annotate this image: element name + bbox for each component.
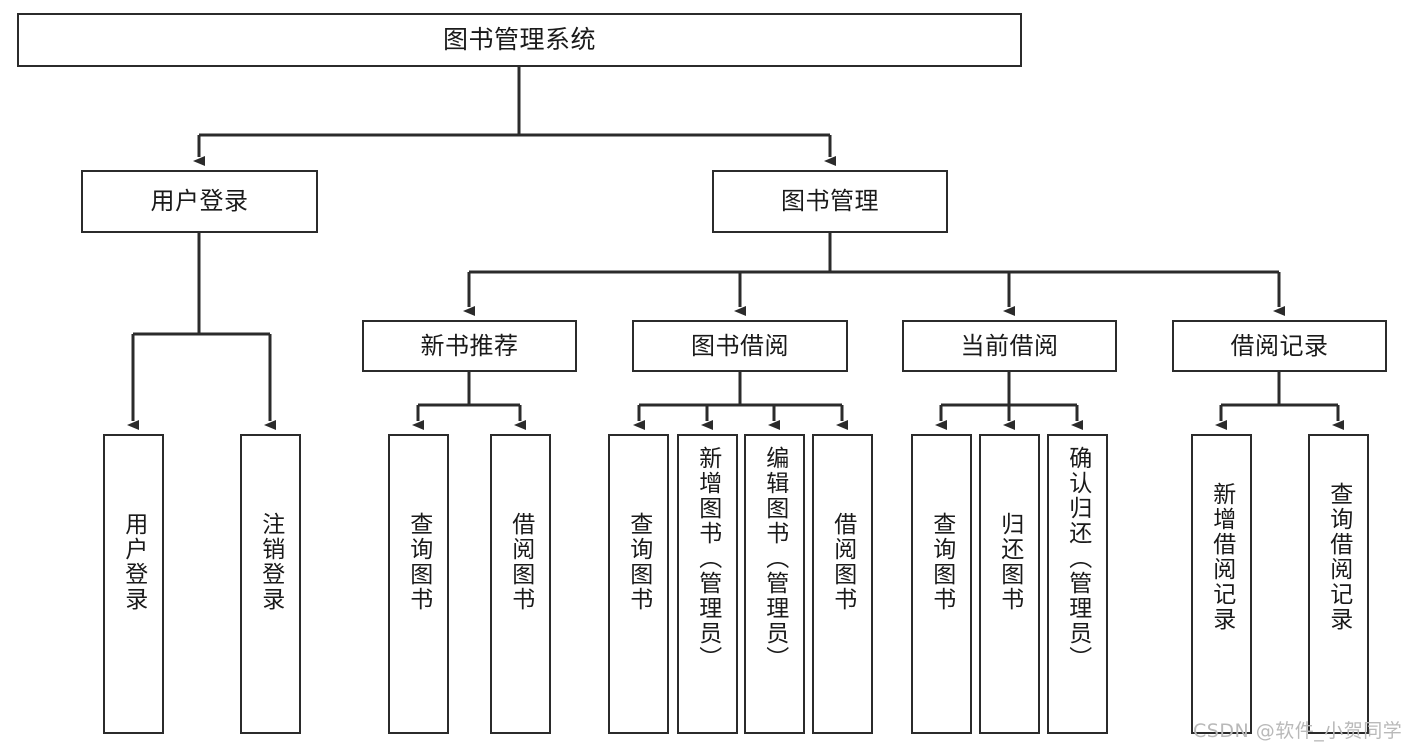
node-current-borrow-label: 当前借阅	[960, 331, 1059, 360]
leaf-add-record[interactable]: 新增借阅记录	[1191, 434, 1252, 734]
node-current-borrow[interactable]: 当前借阅	[902, 320, 1117, 372]
node-borrow-record-label: 借阅记录	[1230, 331, 1329, 360]
leaf-return-book-label: 归还图书	[996, 512, 1023, 612]
leaf-confirm-return[interactable]: 确认归还（管理员）	[1047, 434, 1108, 734]
leaf-user-login-label: 用户登录	[120, 512, 147, 612]
leaf-query-book-1-label: 查询图书	[405, 512, 432, 612]
node-user-login-label: 用户登录	[150, 187, 249, 216]
leaf-borrow-book-1-label: 借阅图书	[507, 512, 534, 612]
leaf-query-record-label: 查询借阅记录	[1325, 482, 1352, 632]
node-root-label: 图书管理系统	[442, 25, 596, 55]
node-borrow-record[interactable]: 借阅记录	[1172, 320, 1387, 372]
node-book-borrow[interactable]: 图书借阅	[632, 320, 848, 372]
leaf-user-logout-label: 注销登录	[257, 512, 284, 612]
node-root[interactable]: 图书管理系统	[17, 13, 1022, 67]
leaf-query-book-1[interactable]: 查询图书	[388, 434, 449, 734]
leaf-edit-book-label: 编辑图书（管理员）	[761, 446, 788, 671]
leaf-query-record[interactable]: 查询借阅记录	[1308, 434, 1369, 734]
node-book-management[interactable]: 图书管理	[712, 170, 948, 233]
leaf-add-book[interactable]: 新增图书（管理员）	[677, 434, 738, 734]
node-new-book-recommend[interactable]: 新书推荐	[362, 320, 577, 372]
leaf-add-record-label: 新增借阅记录	[1208, 482, 1235, 632]
leaf-borrow-book-1[interactable]: 借阅图书	[490, 434, 551, 734]
leaf-user-login[interactable]: 用户登录	[103, 434, 164, 734]
node-book-management-label: 图书管理	[781, 187, 879, 216]
leaf-edit-book[interactable]: 编辑图书（管理员）	[744, 434, 805, 734]
leaf-borrow-book-2-label: 借阅图书	[829, 512, 856, 612]
leaf-borrow-book-2[interactable]: 借阅图书	[812, 434, 873, 734]
leaf-confirm-return-label: 确认归还（管理员）	[1064, 446, 1091, 671]
node-new-book-recommend-label: 新书推荐	[420, 331, 519, 360]
node-book-borrow-label: 图书借阅	[691, 331, 789, 360]
csdn-watermark: CSDN @软件_小贺同学	[1193, 720, 1403, 742]
node-user-login[interactable]: 用户登录	[81, 170, 318, 233]
leaf-query-book-3-label: 查询图书	[928, 512, 955, 612]
leaf-add-book-label: 新增图书（管理员）	[694, 446, 721, 671]
leaf-query-book-2-label: 查询图书	[625, 512, 652, 612]
leaf-return-book[interactable]: 归还图书	[979, 434, 1040, 734]
leaf-query-book-2[interactable]: 查询图书	[608, 434, 669, 734]
leaf-query-book-3[interactable]: 查询图书	[911, 434, 972, 734]
leaf-user-logout[interactable]: 注销登录	[240, 434, 301, 734]
